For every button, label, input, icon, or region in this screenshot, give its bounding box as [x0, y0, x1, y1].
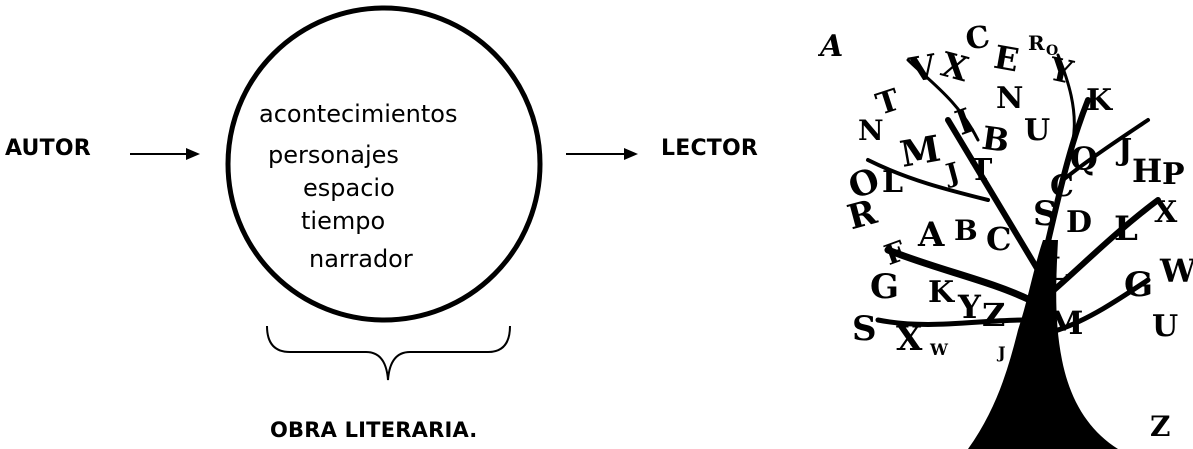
- svg-text:W: W: [1159, 252, 1193, 290]
- svg-text:R: R: [1028, 31, 1045, 55]
- svg-text:E: E: [991, 38, 1022, 80]
- author-label: AUTOR: [5, 136, 91, 161]
- reader-label: LECTOR: [661, 136, 759, 161]
- svg-text:N: N: [996, 81, 1023, 116]
- work-circle: [225, 5, 543, 323]
- curly-brace: [266, 325, 511, 381]
- element-personajes: personajes: [268, 141, 399, 169]
- work-label: OBRA LITERARIA.: [270, 418, 478, 442]
- svg-text:I: I: [950, 101, 979, 144]
- arrow-work-to-reader: [566, 148, 638, 160]
- svg-text:M: M: [897, 128, 944, 176]
- svg-text:A: A: [818, 29, 843, 64]
- svg-text:O: O: [1046, 43, 1058, 59]
- svg-text:U: U: [1152, 309, 1178, 344]
- element-tiempo: tiempo: [301, 207, 386, 235]
- svg-text:B: B: [954, 214, 978, 247]
- svg-text:D: D: [1066, 205, 1092, 240]
- svg-text:A: A: [917, 215, 945, 255]
- element-acontecimientos: acontecimientos: [259, 100, 458, 128]
- element-narrador: narrador: [309, 245, 413, 273]
- svg-text:P: P: [1162, 157, 1185, 192]
- arrow-author-to-work: [130, 148, 200, 160]
- svg-text:S: S: [852, 309, 877, 349]
- svg-text:W: W: [929, 340, 949, 359]
- svg-text:G: G: [870, 267, 899, 307]
- svg-text:Z: Z: [982, 296, 1005, 334]
- svg-text:Z: Z: [1150, 410, 1170, 443]
- svg-text:B: B: [980, 119, 1012, 160]
- svg-text:K: K: [928, 275, 955, 310]
- element-espacio: espacio: [303, 174, 395, 202]
- svg-text:C: C: [986, 220, 1011, 258]
- svg-text:N: N: [858, 114, 884, 147]
- svg-text:J: J: [996, 343, 1006, 362]
- svg-text:C: C: [963, 19, 993, 58]
- alphabet-tree-illustration: A Z T V X C E R O Y K N B U I N M J O L …: [818, 19, 1193, 449]
- svg-text:U: U: [1024, 113, 1050, 148]
- svg-text:H: H: [1132, 152, 1162, 190]
- svg-text:J: J: [941, 157, 963, 190]
